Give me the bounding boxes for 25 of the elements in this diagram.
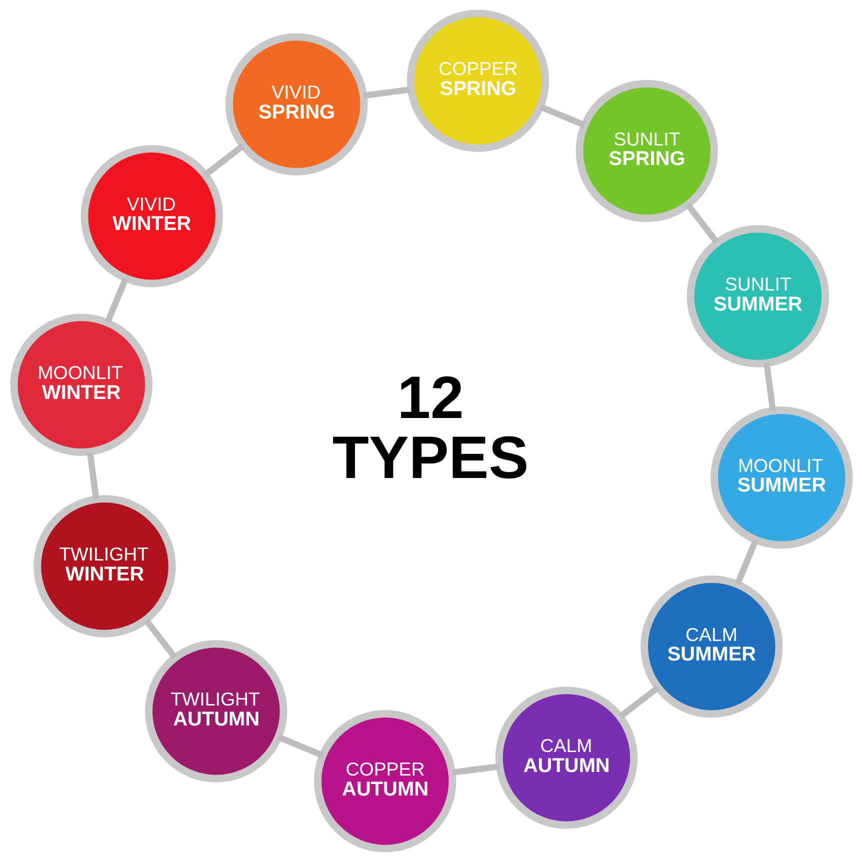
connector (86, 452, 99, 500)
node-circle: COPPER SPRING (406, 10, 549, 152)
node-circle: TWILIGHT AUTUMN (144, 640, 287, 782)
connector (362, 86, 410, 99)
connector (684, 202, 719, 244)
node-circle: COPPER AUTUMN (313, 710, 456, 852)
connector (143, 618, 177, 660)
connector (538, 104, 585, 128)
connector (277, 734, 324, 758)
node-circle: SUNLIT SUMMER (686, 225, 829, 368)
label: 12 TYPES (332, 364, 528, 491)
node-circle: VIVID WINTER (80, 144, 222, 288)
connector (734, 538, 758, 585)
connector (452, 763, 500, 776)
connector (202, 143, 244, 178)
node-circle: VIVID SPRING (224, 33, 368, 176)
node-circle: MOONLIT WINTER (10, 314, 152, 456)
node-circle: SUNLIT SPRING (575, 80, 718, 222)
node-circle: TWILIGHT WINTER (33, 495, 176, 638)
connector (763, 362, 776, 411)
connector (618, 685, 660, 719)
node-circle: MOONLIT SUMMER (710, 406, 852, 549)
connector (104, 278, 128, 324)
node-circle: CALM SUMMER (640, 575, 782, 718)
node-circle: CALM AUTUMN (494, 686, 638, 829)
